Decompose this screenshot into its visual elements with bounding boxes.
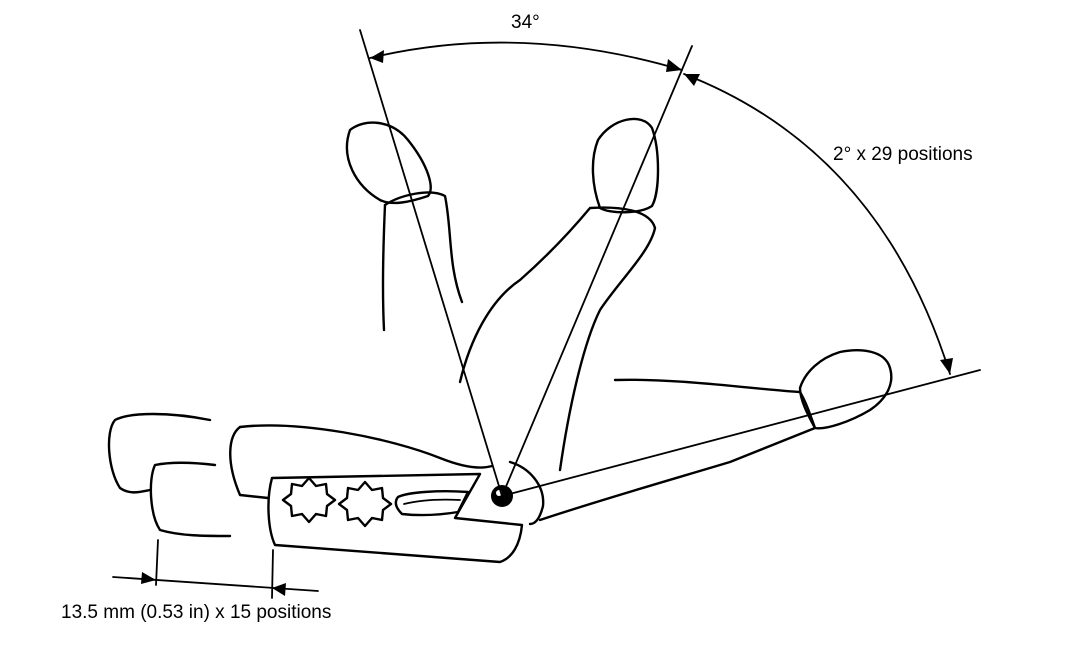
recline-steps-arc	[683, 73, 953, 375]
slide-dimension-lines	[112, 539, 319, 599]
rear-seat-cushion-outline	[107, 412, 232, 538]
seat-side-frame	[267, 472, 524, 564]
adjustment-knob-icon	[337, 480, 393, 528]
slide-steps-label: 13.5 mm (0.53 in) x 15 positions	[61, 602, 332, 623]
recline-steps-label: 2° x 29 positions	[833, 144, 973, 165]
seat-cushion-outline	[229, 424, 545, 526]
recline-angle-label: 34°	[511, 12, 540, 33]
adjustment-knob-icon	[281, 476, 337, 524]
recline-angle-arc	[369, 41, 683, 72]
seatback-middle-outline	[458, 117, 660, 472]
recline-reference-lines	[359, 29, 981, 497]
seatback-reclined-outline	[538, 349, 893, 522]
seatback-forward-outline	[345, 121, 464, 332]
